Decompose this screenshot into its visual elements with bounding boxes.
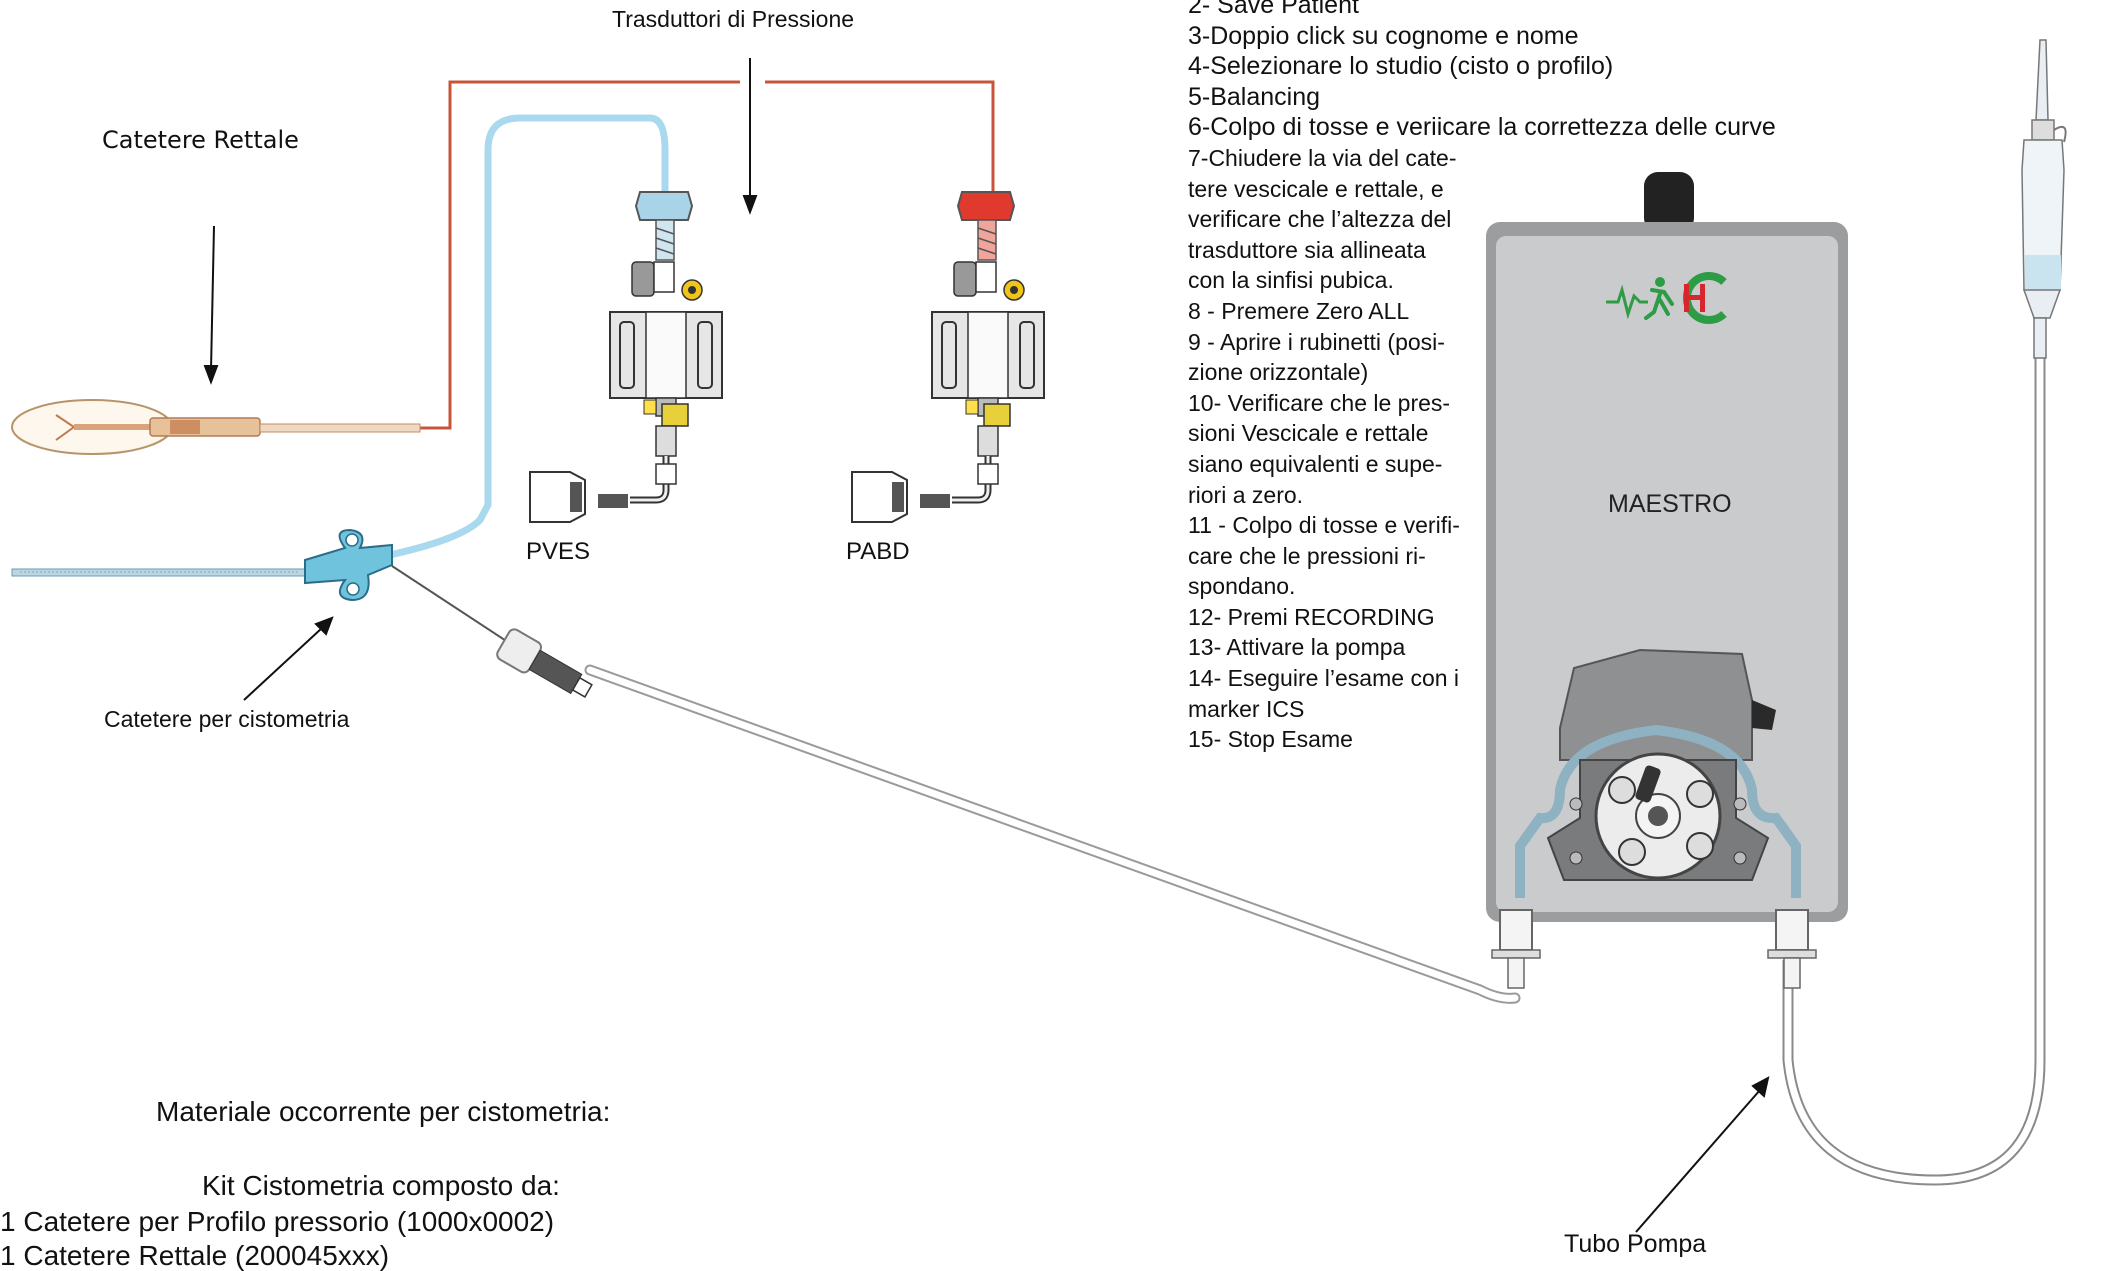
procedure-step: 3-Doppio click su cognome e nome xyxy=(1188,21,1579,50)
procedure-step: 14- Eseguire l’esame con i xyxy=(1188,665,1460,692)
infusion-tube xyxy=(584,350,2046,1186)
tubo-pompa-label: Tubo Pompa xyxy=(1564,1230,1707,1258)
cystometry-catheter xyxy=(11,528,593,698)
procedure-step: con la sinfisi pubica. xyxy=(1188,267,1394,294)
kit-item: 1 Catetere Rettale (200045xxx) xyxy=(0,1240,390,1271)
transducer-pabd xyxy=(851,191,1045,523)
trasduttori-label: Trasduttori di Pressione xyxy=(612,6,855,32)
annotation-arrows xyxy=(203,58,1770,1233)
kit-title: Kit Cistometria composto da: xyxy=(202,1170,560,1201)
procedure-step: 12- Premi RECORDING xyxy=(1188,603,1435,630)
procedure-step: sioni Vescicale e rettale xyxy=(1188,420,1429,447)
pabd-label: PABD xyxy=(846,538,910,565)
procedure-step: 4-Selezionare lo studio (cisto o profilo… xyxy=(1188,52,1614,81)
iv-drip-chamber xyxy=(2021,39,2067,359)
procedure-step: zione orizzontale) xyxy=(1188,359,1369,386)
procedure-step: marker ICS xyxy=(1188,695,1305,722)
materials-heading: Materiale occorrente per cistometria: xyxy=(156,1096,611,1127)
procedure-step: 6-Colpo di tosse e veriicare la corrette… xyxy=(1188,113,1776,142)
catetere-cistometria-label: Catetere per cistometria xyxy=(104,706,350,732)
rectal-pressure-line xyxy=(420,80,995,430)
vesical-pressure-line xyxy=(381,114,669,560)
rectal-catheter xyxy=(11,399,421,455)
procedure-step: 13- Attivare la pompa xyxy=(1188,634,1406,661)
procedure-step: 11 - Colpo di tosse e verifi- xyxy=(1188,512,1460,539)
logo-icon xyxy=(1606,272,1727,324)
procedure-step: trasduttore sia allineata xyxy=(1188,236,1426,263)
procedure-step: tere vescicale e rettale, e xyxy=(1188,175,1444,202)
procedure-step: siano equivalenti e supe- xyxy=(1188,450,1443,477)
pves-label: PVES xyxy=(526,538,591,565)
maestro-device xyxy=(1486,172,1848,989)
kit-item: 1 Catetere per Profilo pressorio (1000x0… xyxy=(0,1206,555,1237)
procedure-step: 10- Verificare che le pres- xyxy=(1188,389,1451,416)
device-name-label: MAESTRO xyxy=(1608,490,1732,518)
procedure-step: 9 - Aprire i rubinetti (posi- xyxy=(1188,328,1445,355)
transducer-pves xyxy=(529,191,723,523)
procedure-step: 5-Balancing xyxy=(1188,82,1321,111)
procedure-step: 15- Stop Esame xyxy=(1188,726,1353,753)
procedure-step: 8 - Premere Zero ALL xyxy=(1188,297,1410,324)
procedure-step: verificare che l’altezza del xyxy=(1188,206,1452,233)
procedure-step: care che le pressioni ri- xyxy=(1188,542,1426,569)
procedure-step: 2- Save Patient xyxy=(1188,0,1359,19)
procedure-step: spondano. xyxy=(1188,573,1296,600)
procedure-step: 7-Chiudere la via del cate- xyxy=(1188,144,1457,171)
procedure-steps: 2- Save Patient 3-Doppio click su cognom… xyxy=(1188,0,1776,755)
procedure-step: riori a zero. xyxy=(1188,481,1304,508)
catetere-rettale-label: Catetere Rettale xyxy=(102,126,299,154)
